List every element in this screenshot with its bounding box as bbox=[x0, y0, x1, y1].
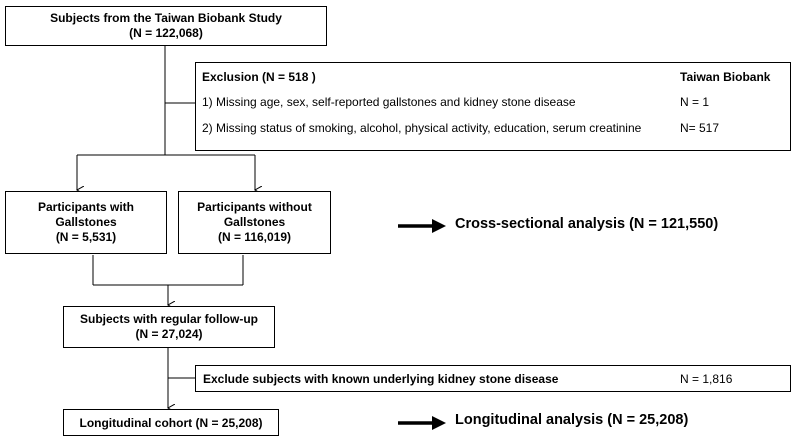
exclusion-column-header: Taiwan Biobank bbox=[680, 70, 771, 84]
subjects-title: Subjects from the Taiwan Biobank Study bbox=[50, 11, 282, 25]
exclusion-title: Exclusion (N = 518 ) bbox=[202, 70, 316, 84]
without-gallstones-box: Participants without Gallstones (N = 116… bbox=[178, 191, 331, 254]
exclusion-row-2-value: N= 517 bbox=[680, 121, 720, 135]
followup-title: Subjects with regular follow-up bbox=[79, 312, 258, 326]
followup-count: (N = 27,024) bbox=[135, 327, 203, 341]
without-gallstones-line1: Participants without bbox=[197, 200, 312, 214]
subjects-box: Subjects from the Taiwan Biobank Study (… bbox=[5, 6, 327, 46]
with-gallstones-line2: Gallstones bbox=[55, 215, 117, 229]
followup-box: Subjects with regular follow-up (N = 27,… bbox=[63, 306, 275, 348]
exclusion-box: Exclusion (N = 518 ) Taiwan Biobank 1) M… bbox=[195, 62, 791, 151]
cross-sectional-label: Cross-sectional analysis (N = 121,550) bbox=[455, 216, 719, 232]
without-gallstones-line2: Gallstones bbox=[223, 215, 286, 229]
with-gallstones-line1: Participants with bbox=[37, 200, 135, 214]
longitudinal-cohort-text: Longitudinal cohort (N = 25,208) bbox=[79, 416, 263, 430]
exclusion-row-1-value: N = 1 bbox=[680, 95, 710, 109]
subjects-count: (N = 122,068) bbox=[129, 26, 203, 40]
arrow-cross-sectional-head bbox=[432, 219, 446, 233]
with-gallstones-count: (N = 5,531) bbox=[55, 230, 117, 244]
without-gallstones-count: (N = 116,019) bbox=[217, 230, 292, 244]
exclude-kidney-text: Exclude subjects with known underlying k… bbox=[203, 372, 559, 386]
exclusion-row-1-text: 1) Missing age, sex, self-reported galls… bbox=[202, 95, 576, 109]
longitudinal-cohort-box: Longitudinal cohort (N = 25,208) bbox=[63, 409, 279, 436]
exclusion-row-2-text: 2) Missing status of smoking, alcohol, p… bbox=[202, 121, 642, 135]
exclude-kidney-value: N = 1,816 bbox=[680, 372, 733, 386]
longitudinal-label: Longitudinal analysis (N = 25,208) bbox=[455, 412, 689, 428]
exclude-kidney-box: Exclude subjects with known underlying k… bbox=[195, 365, 791, 392]
with-gallstones-box: Participants with Gallstones (N = 5,531) bbox=[5, 191, 167, 254]
arrow-longitudinal-head bbox=[432, 416, 446, 430]
